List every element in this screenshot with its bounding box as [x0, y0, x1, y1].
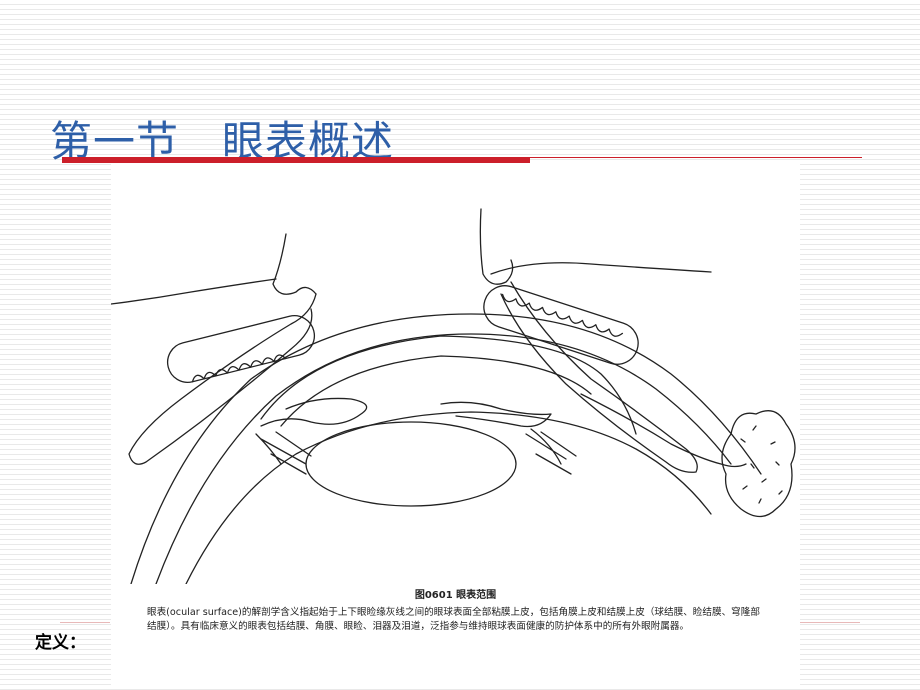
cornea-arc [260, 335, 637, 435]
globe-inner-arc [155, 333, 732, 584]
lacrimal-gland-texture [740, 425, 783, 504]
iris-right [440, 401, 552, 428]
lash-right [479, 208, 514, 285]
gland-squiggle-left [191, 354, 287, 383]
figure-caption: 图0601 眼表范围 [414, 590, 497, 601]
lid-margin-left [128, 293, 317, 465]
upper-lid-right [490, 262, 712, 275]
lens [305, 421, 517, 507]
tarsal-gland-right [483, 285, 639, 365]
faint-rule-right [800, 622, 860, 623]
sclera-lower-arc [185, 411, 712, 584]
figure-description: 眼表(ocular surface)的解剖学含义指起始于上下眼睑缘灰线之间的眼球… [147, 607, 760, 632]
conjunctiva-line [580, 393, 747, 468]
lacrimal-gland [721, 410, 796, 518]
ciliary-right [525, 428, 577, 475]
cornea-inner-arc [280, 355, 592, 427]
tarsal-gland-left [166, 315, 316, 383]
gland-squiggle-right [501, 293, 624, 337]
title-underline-bar [62, 157, 530, 163]
definition-label: 定义： [35, 633, 86, 653]
iris-left [260, 397, 368, 427]
faint-rule-left [60, 622, 110, 623]
lid-margin-right [500, 281, 698, 473]
globe-outer-arc [130, 313, 762, 584]
lash-left [272, 233, 317, 295]
upper-lid-left [111, 278, 277, 305]
title-underline-rule [530, 157, 862, 158]
eye-surface-figure: 图0601 眼表范围 眼表(ocular surface)的解剖学含义指起始于上… [111, 164, 800, 688]
ciliary-left [255, 431, 312, 475]
eye-anatomy-illustration [111, 208, 796, 584]
